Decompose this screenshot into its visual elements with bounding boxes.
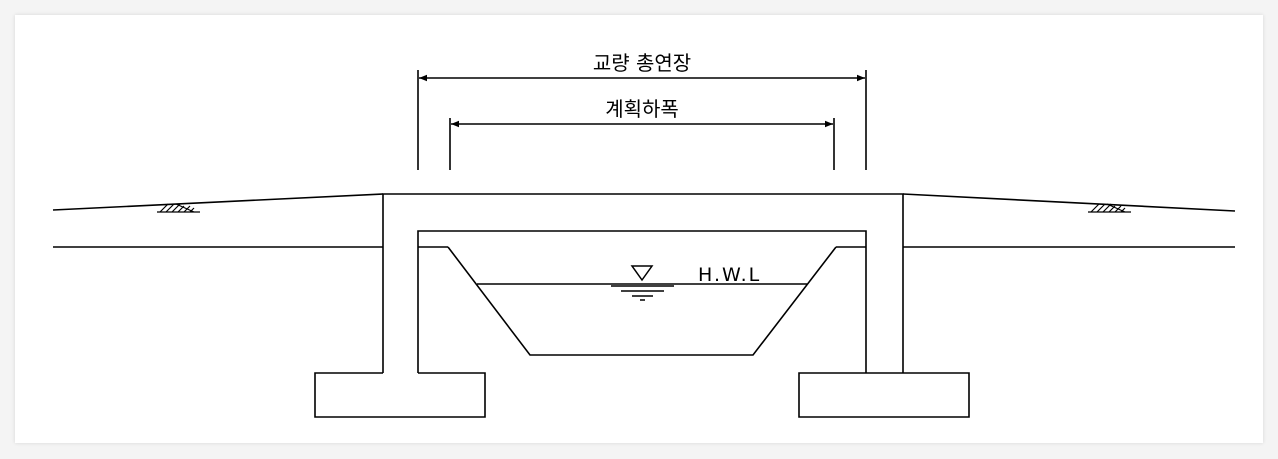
diagram-card bbox=[15, 15, 1263, 443]
water-level-triangle-icon bbox=[611, 265, 674, 301]
bridge-inner-opening bbox=[417, 230, 867, 373]
ground-hatch-icon-left bbox=[157, 203, 200, 213]
road-surface-left bbox=[52, 193, 384, 211]
ground-hatch-icon-right bbox=[1088, 203, 1131, 213]
bridge-outer-outline bbox=[382, 193, 904, 373]
hwl-label: H.W.L bbox=[698, 264, 761, 286]
planned-river-width-label: 계획하폭 bbox=[605, 97, 679, 121]
total-length-label: 교량 총연장 bbox=[593, 51, 691, 75]
footing-left bbox=[314, 372, 486, 418]
road-surface-right bbox=[902, 193, 1236, 212]
footing-right bbox=[798, 372, 970, 418]
river-channel bbox=[447, 246, 837, 356]
